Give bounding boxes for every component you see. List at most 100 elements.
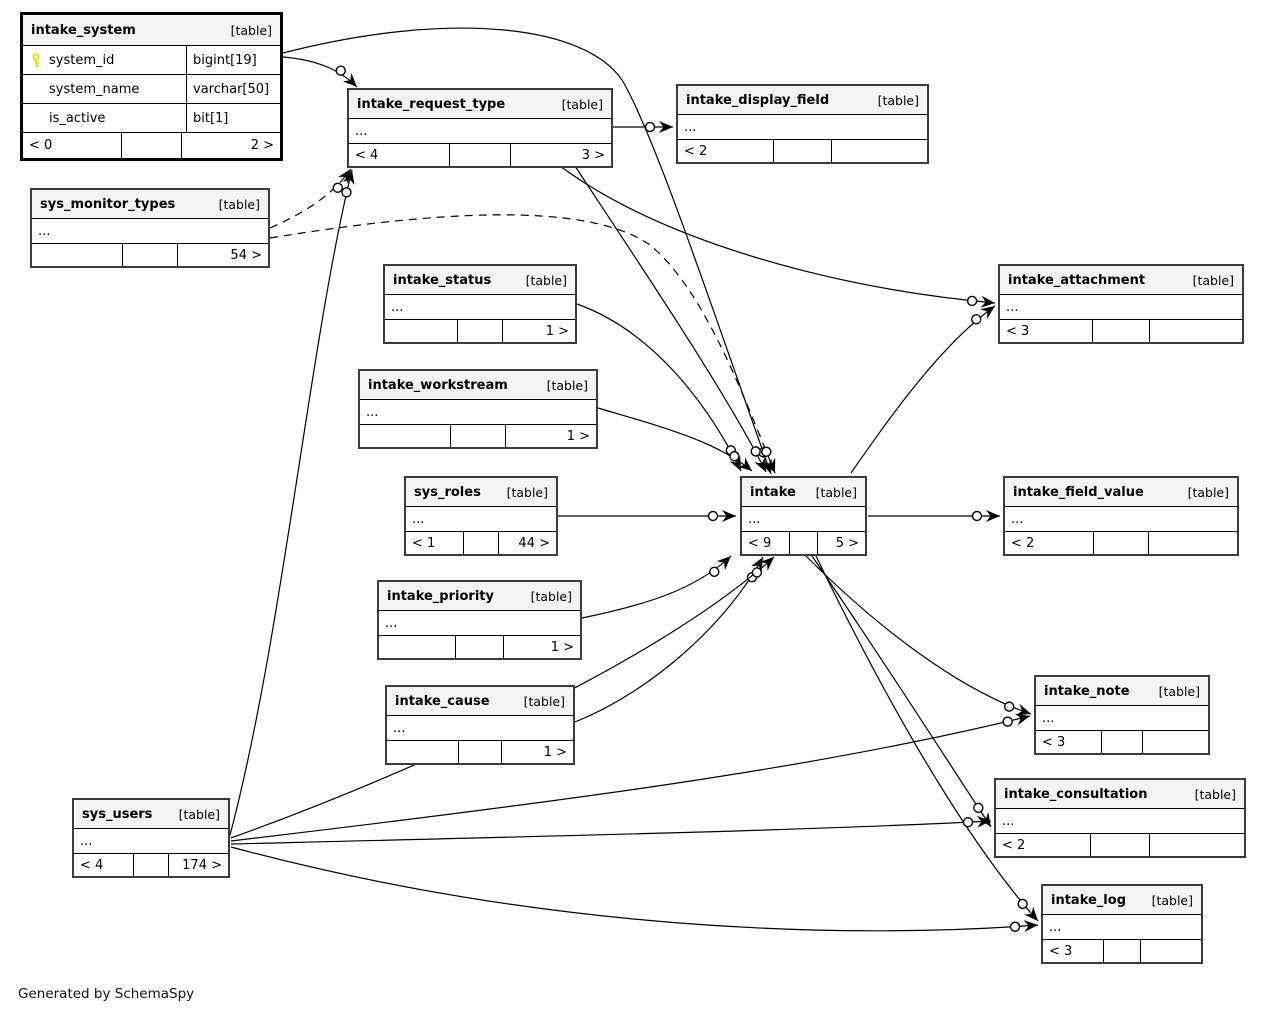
rel-intake-request-type-to-intake-attachment [559, 165, 996, 308]
columns-ellipsis: ... [1005, 506, 1237, 532]
table-type-label: [table] [815, 484, 857, 500]
rel-sys-users-to-intake-note [230, 713, 1031, 842]
table-intake-workstream[interactable]: intake_workstream [table] ... 1 > [358, 369, 598, 449]
columns-ellipsis: ... [349, 118, 611, 144]
rel-sys-monitor-types-to-intake-request-type [269, 168, 352, 229]
footer-spacer [457, 320, 503, 342]
table-intake-cause[interactable]: intake_cause [table] ... 1 > [385, 685, 575, 765]
table-footer: 1 > [379, 636, 580, 658]
table-name: intake_consultation [1004, 786, 1148, 802]
no-key-spacer [30, 82, 42, 96]
parents-count: < 3 [1006, 323, 1030, 339]
table-header: intake_status [table] [385, 266, 575, 294]
parents-count: < 2 [1011, 535, 1035, 551]
table-name: sys_roles [414, 484, 481, 500]
primary-key-icon [30, 53, 42, 67]
children-count [1141, 940, 1201, 962]
table-type-label: [table] [1187, 484, 1229, 500]
footer-spacer [1090, 834, 1150, 856]
footer-spacer [457, 741, 503, 763]
children-count [1150, 834, 1244, 856]
table-intake-display-field[interactable]: intake_display_field [table] ... < 2 [676, 84, 929, 164]
table-footer: < 3 [1000, 320, 1242, 342]
column-name: is_active [49, 110, 106, 126]
table-header: sys_monitor_types [table] [32, 190, 268, 218]
footer-spacer [788, 532, 819, 554]
children-count: 1 > [543, 744, 567, 760]
table-intake-log[interactable]: intake_log [table] ... < 3 [1041, 884, 1203, 964]
table-sys-roles[interactable]: sys_roles [table] ... < 1 44 > [404, 476, 558, 556]
rel-intake-system-to-intake-request-type [282, 56, 358, 88]
footer-spacer [121, 244, 179, 266]
footer-spacer [448, 144, 512, 166]
table-footer: < 2 [996, 834, 1244, 856]
children-count: 3 > [581, 147, 605, 163]
table-type-label: [table] [1192, 272, 1234, 288]
table-type-label: [table] [877, 92, 919, 108]
table-name: intake_display_field [686, 92, 830, 108]
children-count: 54 > [230, 247, 262, 263]
parents-count [385, 320, 457, 342]
table-header: intake_request_type [table] [349, 90, 611, 118]
children-count [1143, 731, 1208, 753]
table-footer: 1 > [360, 425, 596, 447]
generated-by-note: Generated by SchemaSpy [18, 986, 195, 1002]
footer-spacer [1091, 320, 1151, 342]
parents-count: < 3 [1049, 943, 1073, 959]
rel-sys-users-to-intake-request-type [229, 169, 355, 836]
table-header: intake_consultation [table] [996, 780, 1244, 808]
children-count: 5 > [835, 535, 859, 551]
table-type-label: [table] [546, 377, 588, 393]
columns-ellipsis: ... [742, 506, 865, 532]
table-intake-system[interactable]: intake_system [table] system_id bigint[1… [20, 12, 283, 161]
table-intake[interactable]: intake [table] ... < 9 5 > [740, 476, 867, 556]
table-footer: < 1 44 > [406, 532, 556, 554]
children-count: 1 > [545, 323, 569, 339]
table-header: intake_cause [table] [387, 687, 573, 715]
table-header: intake_priority [table] [379, 582, 580, 610]
footer-spacer [449, 425, 507, 447]
columns-ellipsis: ... [360, 399, 596, 425]
table-header: sys_roles [table] [406, 478, 556, 506]
table-footer: < 2 [678, 140, 927, 162]
table-intake-attachment[interactable]: intake_attachment [table] ... < 3 [998, 264, 1244, 344]
table-intake-status[interactable]: intake_status [table] ... 1 > [383, 264, 577, 344]
table-name: sys_users [82, 806, 153, 822]
table-header: intake_workstream [table] [360, 371, 596, 399]
table-footer: < 4 174 > [74, 854, 228, 876]
columns-ellipsis: ... [1043, 914, 1201, 940]
table-intake-consultation[interactable]: intake_consultation [table] ... < 2 [994, 778, 1246, 858]
table-footer: 54 > [32, 244, 268, 266]
table-name: intake_log [1051, 892, 1127, 908]
footer-spacer [772, 140, 833, 162]
children-count [1150, 320, 1242, 342]
table-type-label: [table] [523, 693, 565, 709]
rel-sys-users-to-intake-log [230, 846, 1039, 933]
footer-spacer [463, 532, 499, 554]
table-sys-users[interactable]: sys_users [table] ... < 4 174 > [72, 798, 230, 878]
table-sys-monitor-types[interactable]: sys_monitor_types [table] ... 54 > [30, 188, 270, 268]
table-name: sys_monitor_types [40, 196, 176, 212]
table-type-label: [table] [178, 806, 220, 822]
table-name: intake_request_type [357, 96, 506, 112]
column-type: bit[1] [186, 104, 280, 132]
table-intake-request-type[interactable]: intake_request_type [table] ... < 4 3 > [347, 88, 613, 168]
table-name: intake_note [1044, 683, 1130, 699]
table-header: intake_log [table] [1043, 886, 1201, 914]
table-footer: < 9 5 > [742, 532, 865, 554]
parents-count [387, 741, 458, 763]
parents-count: < 1 [412, 535, 436, 551]
parents-count: < 4 [355, 147, 379, 163]
table-header: intake_field_value [table] [1005, 478, 1237, 506]
table-intake-note[interactable]: intake_note [table] ... < 3 [1034, 675, 1210, 755]
table-header: intake_note [table] [1036, 677, 1208, 705]
table-header: intake_system [table] [23, 15, 280, 45]
table-intake-priority[interactable]: intake_priority [table] ... 1 > [377, 580, 582, 660]
table-name: intake_cause [395, 693, 490, 709]
columns-ellipsis: ... [996, 808, 1244, 834]
table-intake-field-value[interactable]: intake_field_value [table] ... < 2 [1003, 476, 1239, 556]
table-footer: < 2 [1005, 532, 1237, 554]
table-footer: < 3 [1036, 731, 1208, 753]
column-name: system_name [49, 81, 140, 97]
children-count: 44 > [518, 535, 550, 551]
